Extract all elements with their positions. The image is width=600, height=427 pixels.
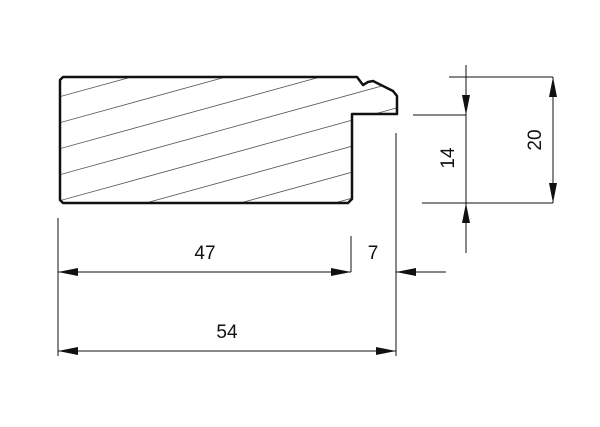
dimension-lines	[57, 65, 557, 356]
hatch-line	[60, 106, 397, 203]
hatch-line	[60, 77, 397, 99]
dim-label-47: 47	[194, 243, 215, 264]
hatch-line	[60, 158, 397, 203]
hatching	[55, 77, 400, 306]
hatch-line	[60, 132, 397, 203]
profile-outline	[58, 75, 399, 205]
dim-label-54: 54	[216, 322, 238, 343]
dim-label-14: 14	[438, 147, 459, 169]
hatch-line	[60, 184, 397, 203]
dim-label-7: 7	[368, 243, 379, 264]
hatch-line	[60, 80, 397, 177]
dim-label-20: 20	[525, 129, 546, 150]
hatch-line	[60, 77, 397, 125]
hatch-line	[60, 77, 397, 151]
hatch-line	[55, 211, 400, 306]
